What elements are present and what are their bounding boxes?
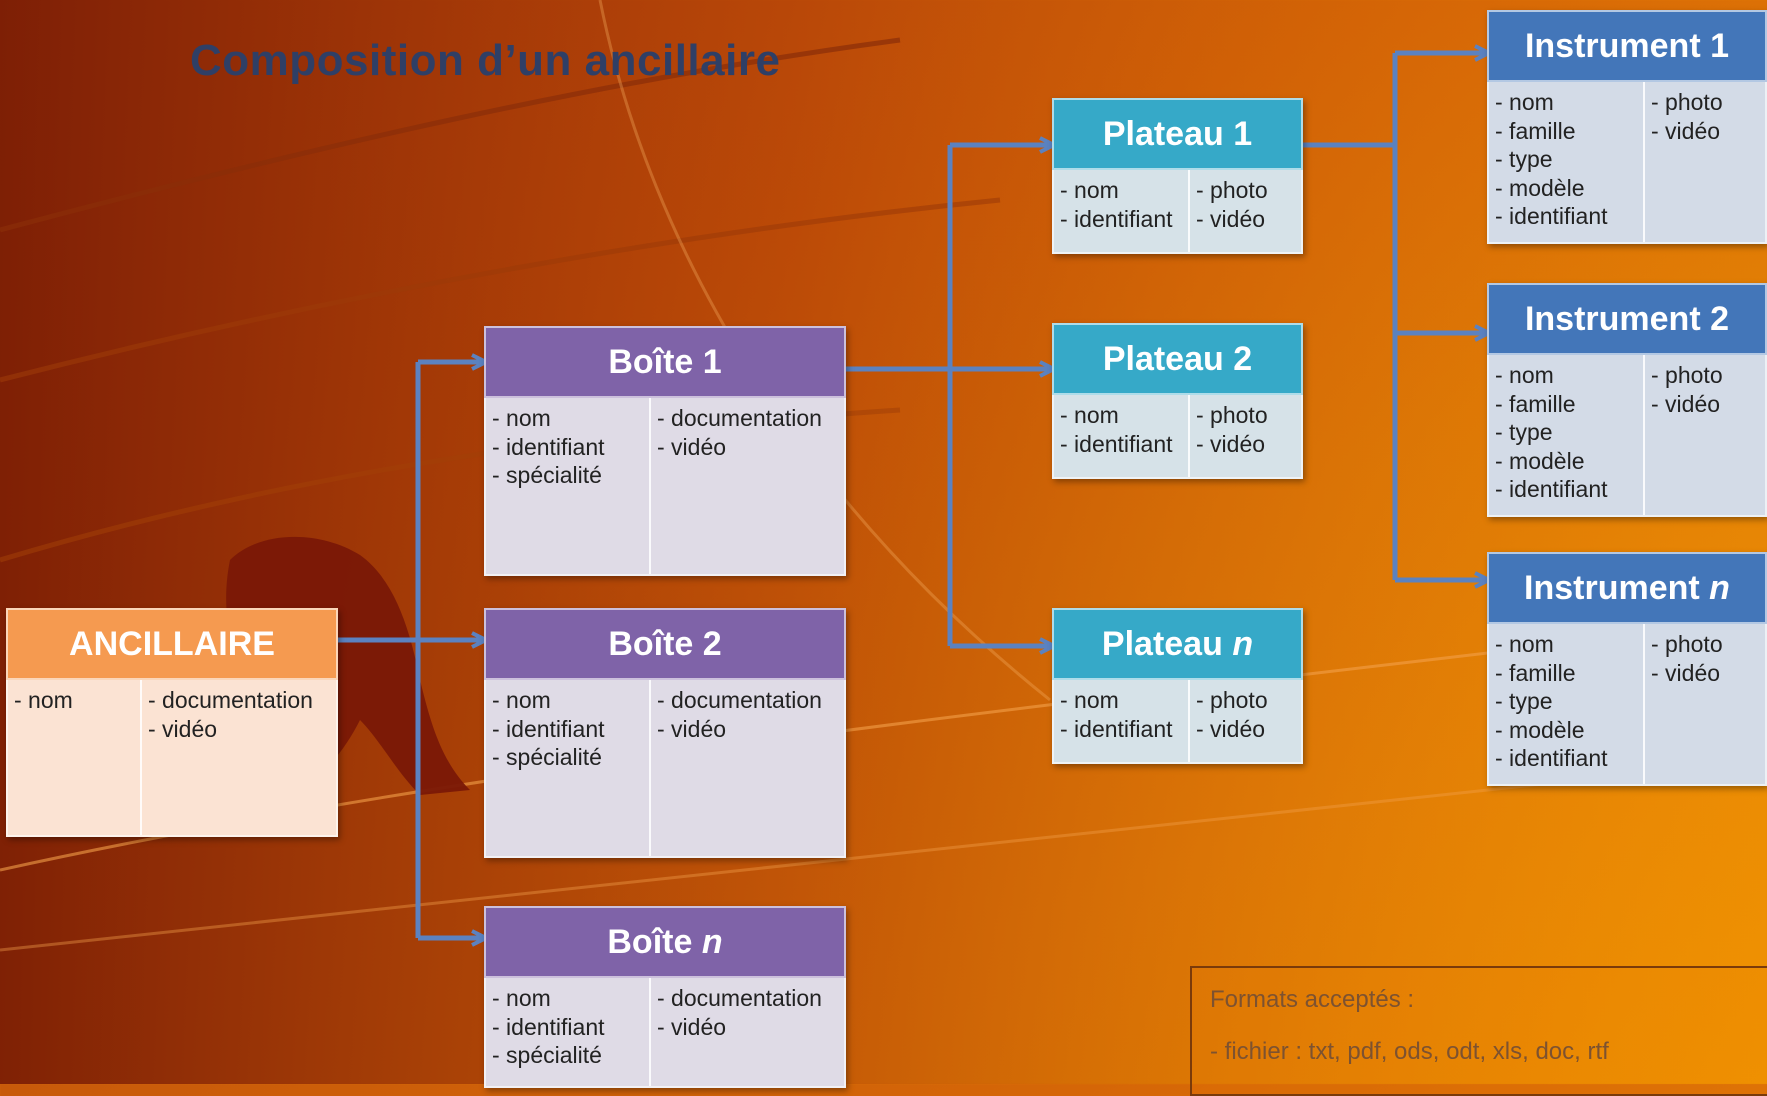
plateau-2-box: Plateau 2 - nom - identifiant - photo - … <box>1052 323 1303 479</box>
plateau-n-body: - nom - identifiant - photo - vidéo <box>1052 680 1303 764</box>
plateau-n-header: Plateau n <box>1052 608 1303 680</box>
attr-nom: - nom <box>14 687 73 713</box>
boite-1-box: Boîte 1 - nom - identifiant - spécialité… <box>484 326 846 576</box>
plateau-2-header: Plateau 2 <box>1052 323 1303 395</box>
attr-type: - type <box>1495 419 1553 445</box>
attr-photo: - photo <box>1651 89 1723 115</box>
instrument-1-header: Instrument 1 <box>1487 10 1767 82</box>
instrument-1-body: - nom - famille - type - modèle - identi… <box>1487 82 1767 244</box>
attr-video: - vidéo <box>657 715 727 742</box>
attr-video: - vidéo <box>148 715 218 742</box>
attr-specialite: - spécialité <box>492 462 602 488</box>
boite-n-header: Boîte n <box>484 906 846 978</box>
attr-modele: - modèle <box>1495 174 1585 201</box>
instrument-2-body: - nom - famille - type - modèle - identi… <box>1487 355 1767 517</box>
plateau-2-body: - nom - identifiant - photo - vidéo <box>1052 395 1303 479</box>
attr-nom: - nom <box>1495 89 1554 115</box>
boite-2-header: Boîte 2 <box>484 608 846 680</box>
attr-photo: - photo <box>1651 362 1723 388</box>
attr-identifiant: - identifiant <box>1495 476 1608 502</box>
plateau-1-header: Plateau 1 <box>1052 98 1303 170</box>
instrument-n-body: - nom - famille - type - modèle - identi… <box>1487 624 1767 786</box>
ancillaire-right-col: - documentation - vidéo <box>142 680 319 835</box>
ancillaire-body: - nom - documentation - vidéo <box>6 680 338 837</box>
attr-identifiant: - identifiant <box>1495 203 1608 229</box>
attr-famille: - famille <box>1495 659 1576 686</box>
attr-identifiant: - identifiant <box>492 1013 605 1040</box>
attr-photo: - photo <box>1196 402 1268 428</box>
instrument-2-box: Instrument 2 - nom - famille - type - mo… <box>1487 283 1767 517</box>
attr-nom: - nom <box>1060 402 1119 428</box>
attr-nom: - nom <box>492 687 551 713</box>
attr-modele: - modèle <box>1495 447 1585 474</box>
attr-photo: - photo <box>1651 631 1723 657</box>
attr-identifiant: - identifiant <box>1495 745 1608 771</box>
boite-2-box: Boîte 2 - nom - identifiant - spécialité… <box>484 608 846 858</box>
attr-video: - vidéo <box>1196 430 1266 457</box>
attr-video: - vidéo <box>1651 659 1721 686</box>
boite-n-body: - nom - identifiant - spécialité - docum… <box>484 978 846 1088</box>
attr-nom: - nom <box>492 405 551 431</box>
attr-video: - vidéo <box>1651 390 1721 417</box>
attr-nom: - nom <box>1060 687 1119 713</box>
attr-photo: - photo <box>1196 687 1268 713</box>
instrument-2-header: Instrument 2 <box>1487 283 1767 355</box>
attr-video: - vidéo <box>657 1013 727 1040</box>
attr-type: - type <box>1495 688 1553 714</box>
ancillaire-left-col: - nom <box>8 680 142 835</box>
attr-video: - vidéo <box>1196 205 1266 232</box>
attr-identifiant: - identifiant <box>1060 205 1173 232</box>
attr-modele: - modèle <box>1495 716 1585 743</box>
attr-identifiant: - identifiant <box>492 715 605 742</box>
attr-specialite: - spécialité <box>492 1042 602 1068</box>
attr-video: - vidéo <box>1651 117 1721 144</box>
instrument-n-box: Instrument n - nom - famille - type - mo… <box>1487 552 1767 786</box>
attr-identifiant: - identifiant <box>1060 715 1173 742</box>
boite-1-body: - nom - identifiant - spécialité - docum… <box>484 398 846 576</box>
boite-n-box: Boîte n - nom - identifiant - spécialité… <box>484 906 846 1088</box>
boite-2-body: - nom - identifiant - spécialité - docum… <box>484 680 846 858</box>
ancillaire-header: ANCILLAIRE <box>6 608 338 680</box>
formats-heading: Formats acceptés : <box>1210 986 1415 1013</box>
plateau-n-box: Plateau n - nom - identifiant - photo - … <box>1052 608 1303 764</box>
attr-type: - type <box>1495 146 1553 172</box>
attr-famille: - famille <box>1495 117 1576 144</box>
attr-nom: - nom <box>1495 631 1554 657</box>
attr-identifiant: - identifiant <box>492 433 605 460</box>
ancillaire-box: ANCILLAIRE - nom - documentation - vidéo <box>6 608 338 837</box>
attr-specialite: - spécialité <box>492 744 602 770</box>
attr-video: - vidéo <box>657 433 727 460</box>
attr-nom: - nom <box>1060 177 1119 203</box>
instrument-1-box: Instrument 1 - nom - famille - type - mo… <box>1487 10 1767 244</box>
boite-1-header: Boîte 1 <box>484 326 846 398</box>
plateau-1-box: Plateau 1 - nom - identifiant - photo - … <box>1052 98 1303 254</box>
attr-documentation: - documentation <box>657 985 822 1011</box>
attr-video: - vidéo <box>1196 715 1266 742</box>
attr-documentation: - documentation <box>657 405 822 431</box>
attr-famille: - famille <box>1495 390 1576 417</box>
attr-documentation: - documentation <box>148 687 313 713</box>
attr-documentation: - documentation <box>657 687 822 713</box>
plateau-1-body: - nom - identifiant - photo - vidéo <box>1052 170 1303 254</box>
attr-nom: - nom <box>492 985 551 1011</box>
instrument-n-header: Instrument n <box>1487 552 1767 624</box>
attr-identifiant: - identifiant <box>1060 430 1173 457</box>
formats-line-fichier: - fichier : txt, pdf, ods, odt, xls, doc… <box>1210 1038 1609 1065</box>
attr-nom: - nom <box>1495 362 1554 388</box>
attr-photo: - photo <box>1196 177 1268 203</box>
page-title: Composition d’un ancillaire <box>190 36 781 85</box>
formats-box: Formats acceptés : - fichier : txt, pdf,… <box>1190 966 1767 1096</box>
